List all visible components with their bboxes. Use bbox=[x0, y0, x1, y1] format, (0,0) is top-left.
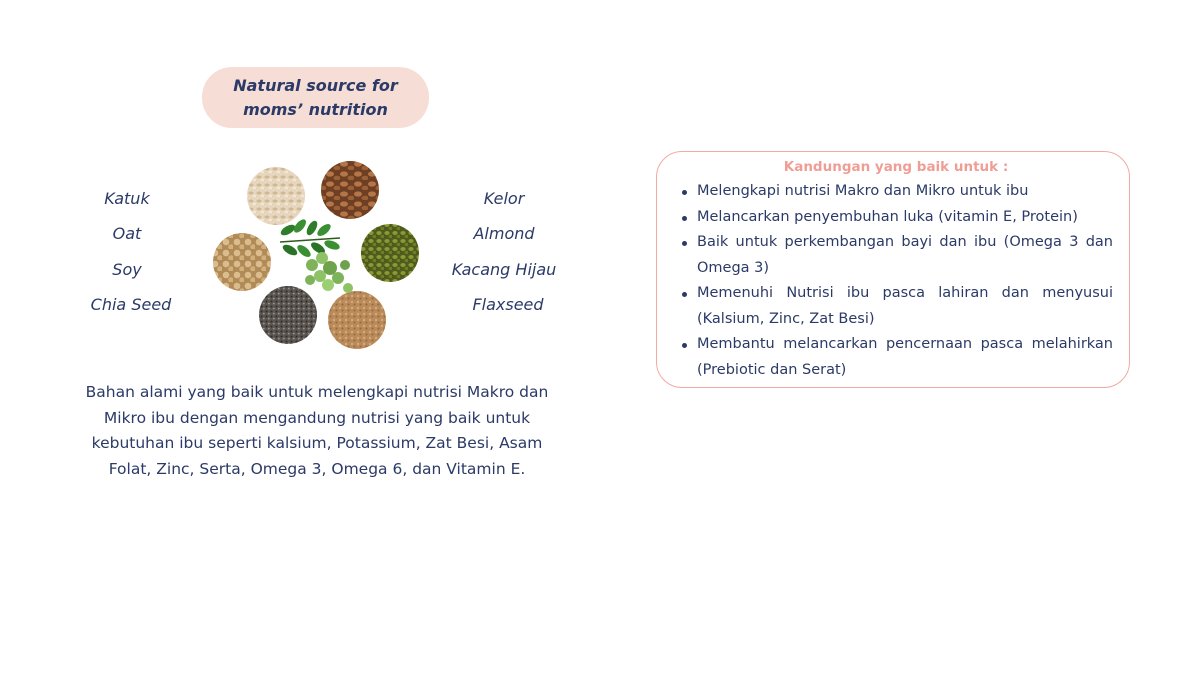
list-item: Melancarkan penyembuhan luka (vitamin E,… bbox=[679, 205, 1113, 231]
list-item-text: Melancarkan penyembuhan luka (vitamin E,… bbox=[697, 208, 1078, 225]
food-illustration bbox=[213, 161, 419, 349]
list-item-text: Memenuhi Nutrisi ibu pasca lahiran dan m… bbox=[697, 285, 1113, 327]
benefits-list: Melengkapi nutrisi Makro dan Mikro untuk… bbox=[679, 179, 1113, 383]
mung-bean-image bbox=[361, 224, 419, 282]
food-name-kelor: Kelor bbox=[483, 189, 525, 208]
page-title: Natural source for moms’ nutrition bbox=[226, 74, 406, 122]
list-item: Baik untuk perkembangan bayi dan ibu (Om… bbox=[679, 230, 1113, 281]
chia-seed-image bbox=[259, 286, 317, 344]
bullet-icon bbox=[682, 190, 687, 195]
food-name-flaxseed: Flaxseed bbox=[472, 295, 544, 314]
card-title: Kandungan yang baik untuk : bbox=[783, 159, 1009, 175]
list-item: Membantu melancarkan pencernaan pasca me… bbox=[679, 332, 1113, 383]
list-item: Memenuhi Nutrisi ibu pasca lahiran dan m… bbox=[679, 281, 1113, 332]
oat-image bbox=[247, 167, 305, 225]
bullet-icon bbox=[682, 292, 687, 297]
list-item-text: Baik untuk perkembangan bayi dan ibu (Om… bbox=[697, 234, 1113, 276]
title-line-1: Natural source for bbox=[233, 75, 398, 95]
food-name-chia-seed: Chia Seed bbox=[90, 295, 172, 314]
bullet-icon bbox=[682, 215, 687, 221]
flaxseed-image bbox=[328, 291, 386, 349]
food-image-cluster bbox=[200, 150, 440, 360]
food-name-kacang-hijau: Kacang Hijau bbox=[451, 260, 557, 279]
food-name-katuk: Katuk bbox=[104, 189, 150, 208]
soy-image bbox=[213, 233, 271, 291]
bullet-icon bbox=[682, 343, 687, 348]
bullet-icon bbox=[682, 241, 687, 246]
list-item: Melengkapi nutrisi Makro dan Mikro untuk… bbox=[679, 179, 1113, 205]
description-text: Bahan alami yang baik untuk melengkapi n… bbox=[85, 383, 549, 478]
almond-image bbox=[321, 161, 379, 219]
food-name-almond: Almond bbox=[473, 224, 535, 243]
food-name-soy: Soy bbox=[112, 260, 142, 279]
title-pill: Natural source for moms’ nutrition bbox=[202, 67, 429, 128]
katuk-leaves bbox=[279, 219, 341, 257]
food-name-oat: Oat bbox=[112, 224, 142, 243]
list-item-text: Melengkapi nutrisi Makro dan Mikro untuk… bbox=[697, 183, 1029, 199]
title-line-2: moms’ nutrition bbox=[243, 99, 388, 119]
kelor-leaves bbox=[305, 252, 353, 293]
benefits-card: Kandungan yang baik untuk : Melengkapi n… bbox=[656, 151, 1130, 388]
list-item-text: Membantu melancarkan pencernaan pasca me… bbox=[697, 336, 1113, 378]
